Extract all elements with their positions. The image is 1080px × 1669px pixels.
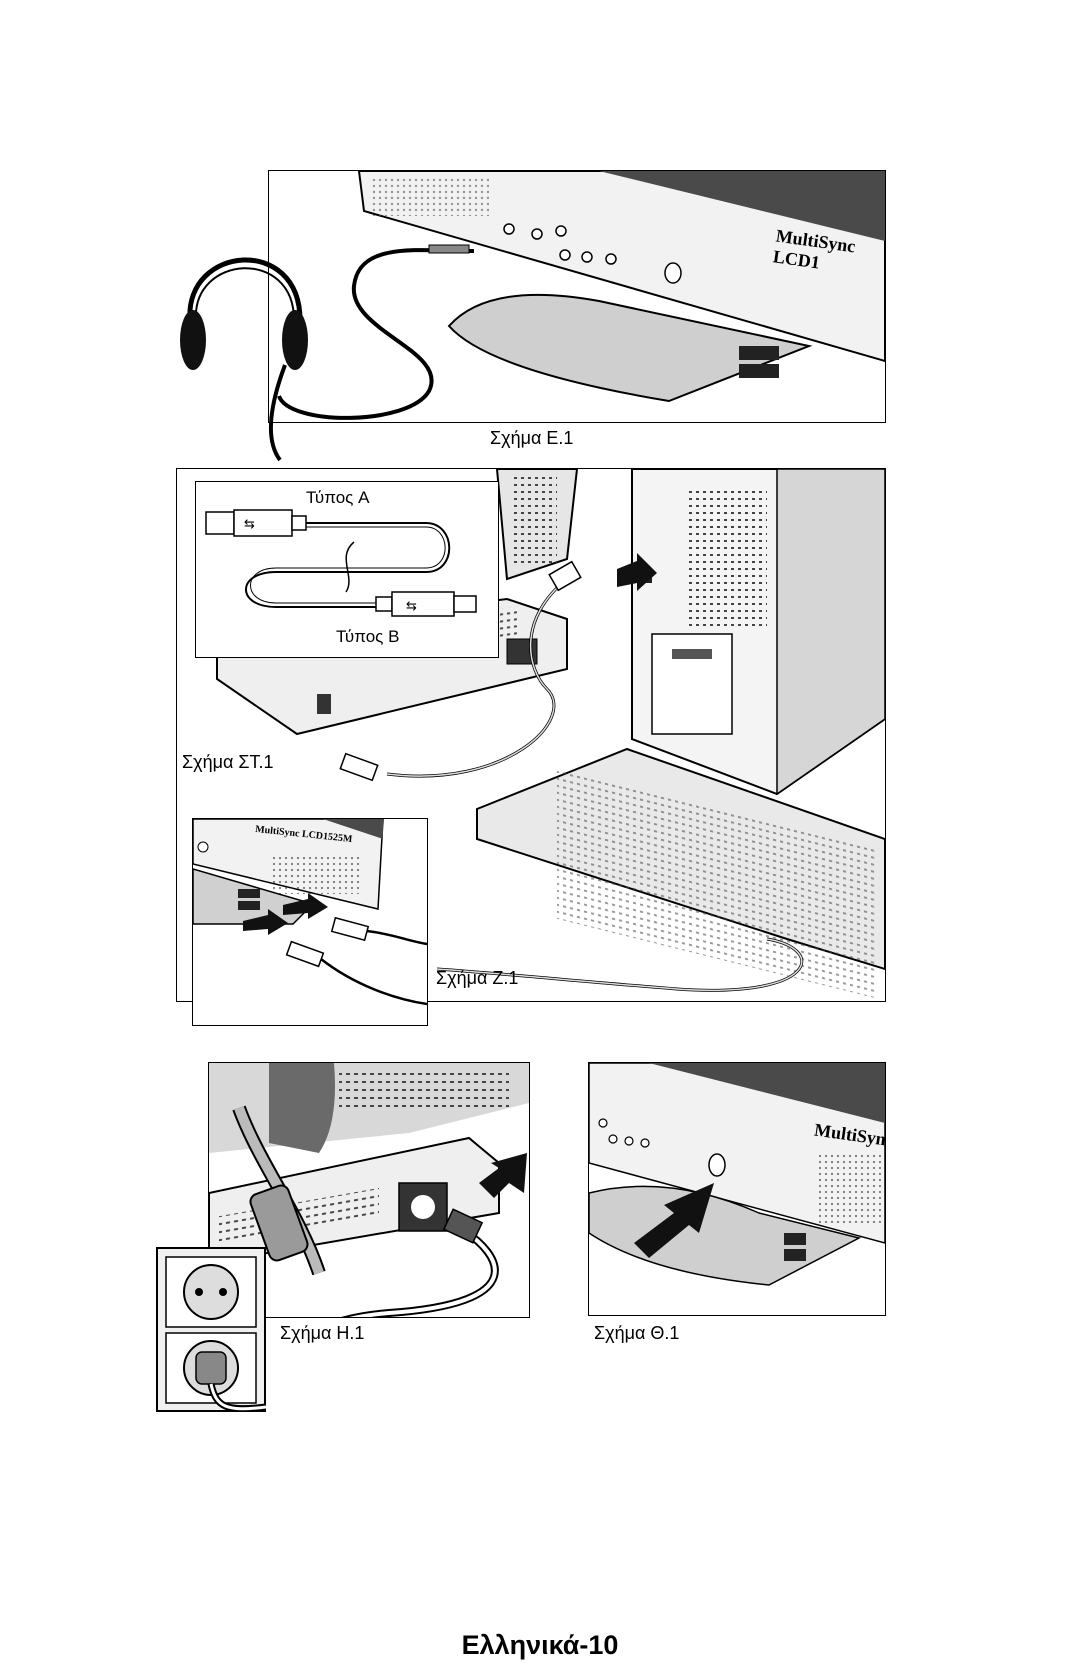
page-footer: Ελληνικά-10	[461, 1630, 619, 1660]
figure-th1-illustration: MultiSync	[588, 1062, 886, 1316]
figure-h1-illustration	[208, 1062, 530, 1318]
figure-e1-illustration: MultiSync LCD1	[268, 170, 886, 423]
figure-h1-caption: Σχήμα Η.1	[280, 1323, 365, 1343]
power-button-drawing	[589, 1063, 885, 1286]
power-connection-drawing	[209, 1063, 529, 1317]
figure-z1-illustration: MultiSync LCD1525M	[192, 818, 428, 1026]
usb-cable-types-inset: ⇆ ⇆ Τύπος A Τύπος B	[195, 481, 499, 658]
usb-type-b-label: Τύπος B	[336, 627, 400, 646]
usb-cable-icon: ⇆ ⇆	[205, 509, 477, 617]
monitor-headphone-drawing	[277, 171, 885, 420]
headphones-icon	[180, 257, 308, 462]
figure-e1-caption: Σχήμα Ε.1	[490, 428, 574, 448]
usb-type-a-label: Τύπος A	[306, 488, 370, 507]
monitor-usb-ports-drawing	[193, 819, 427, 1006]
figure-st1-caption: Σχήμα ΣΤ.1	[182, 752, 274, 772]
figure-z1-caption: Σχήμα Ζ.1	[436, 968, 519, 988]
figure-st1-illustration: ⇆ ⇆ Τύπος A Τύπος B	[176, 468, 886, 1002]
svg-text:⇆: ⇆	[244, 517, 255, 532]
wall-socket-icon	[156, 1247, 266, 1412]
svg-text:⇆: ⇆	[406, 599, 417, 614]
figure-th1-caption: Σχήμα Θ.1	[594, 1323, 680, 1343]
